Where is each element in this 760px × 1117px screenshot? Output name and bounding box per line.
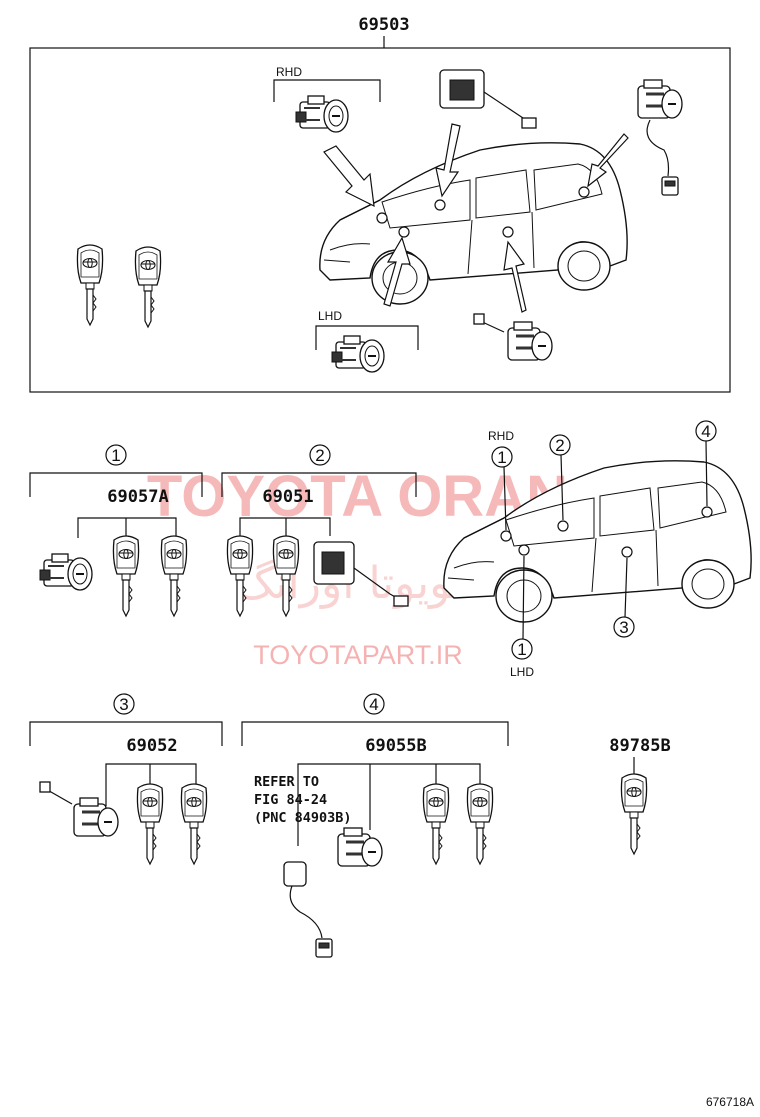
key-icon: [422, 783, 450, 865]
assembly-keys: [76, 244, 162, 328]
section-index: 4: [369, 695, 378, 714]
back-door-cylinder-icon: [336, 826, 384, 868]
reference-note-line-2: FIG 84-24: [254, 792, 327, 808]
key-icon: [76, 244, 104, 326]
assembly-rhd-label: RHD: [276, 65, 302, 79]
lock-cylinder-icon: [331, 335, 385, 373]
locator-callout-4: 4: [701, 422, 710, 441]
standalone-part-number: 89785B: [609, 736, 670, 756]
locator-callout-3: 3: [619, 618, 628, 637]
assembly-part-number: 69503: [358, 15, 409, 35]
section-part-number: 69057A: [107, 487, 168, 507]
section-part-number: 69051: [262, 487, 313, 507]
section-part-number: 69055B: [365, 736, 426, 756]
locator-callout-2: 2: [555, 436, 564, 455]
section-2: 2 69051: [221, 444, 417, 617]
key-icon: [112, 535, 140, 617]
reference-note-line-1: REFER TO: [254, 774, 319, 790]
assembly-lhd-label: LHD: [318, 309, 342, 323]
key-icon: [620, 773, 648, 855]
key-icon: [160, 535, 188, 617]
section-index: 2: [315, 446, 324, 465]
key-icon: [136, 783, 164, 865]
section-index: 1: [111, 446, 120, 465]
wire-connector-icon: [283, 861, 333, 958]
door-lock-cylinder-icon: [39, 781, 120, 838]
tailgate-lock-icon: [439, 69, 537, 129]
section-1: 1 69057A: [29, 444, 203, 617]
door-lock-cylinder-icon: [473, 313, 554, 362]
tailgate-lock-icon: [313, 541, 409, 607]
lock-cylinder-icon: [295, 95, 349, 133]
reference-note-line-3: (PNC 84903B): [254, 810, 352, 826]
section-index: 3: [119, 695, 128, 714]
locator-callout-1-top: 1: [497, 448, 506, 467]
assembly-frame: [29, 47, 731, 393]
section-standalone: 89785B: [609, 736, 671, 855]
section-part-number: 69052: [126, 736, 177, 756]
section-3: 3 69052: [29, 693, 223, 865]
key-icon: [466, 783, 494, 865]
locator-lhd-label: LHD: [510, 665, 534, 679]
locator-callout-1-bottom: 1: [517, 640, 526, 659]
diagram-code: 676718A: [706, 1095, 754, 1109]
key-icon: [180, 783, 208, 865]
key-icon: [134, 246, 162, 328]
lock-cylinder-icon: [39, 553, 93, 591]
section-4: 4 69055B REFER TO FIG 84-24 (PNC 84903B): [241, 693, 509, 958]
locator-rhd-label: RHD: [488, 429, 514, 443]
watermark-site: TOYOTAPART.IR: [253, 640, 463, 670]
assembly-car-illustration: [319, 142, 628, 305]
back-door-cylinder-icon: [636, 78, 684, 196]
assembly-arrows: [323, 123, 629, 313]
